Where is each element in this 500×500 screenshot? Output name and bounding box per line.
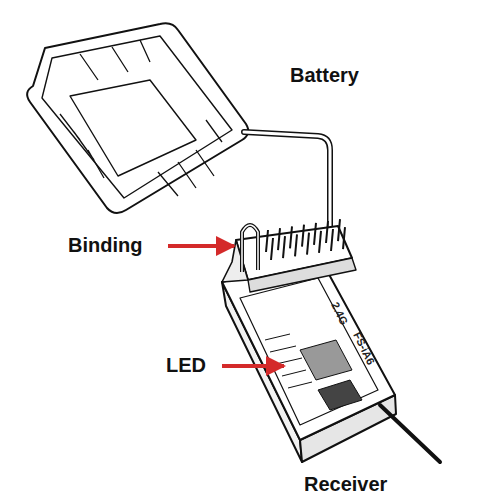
header-pin: [343, 227, 345, 249]
part-label: Receiver: [304, 473, 387, 496]
header-pin: [319, 231, 321, 253]
header-pin: [326, 221, 328, 243]
header-pin: [307, 233, 309, 255]
header-pin: [290, 226, 292, 248]
header-pin: [271, 238, 273, 260]
binding-plug-core: [242, 225, 258, 272]
part-label: Binding: [68, 234, 142, 257]
header-pin: [314, 223, 316, 245]
binding-plug: [242, 225, 258, 272]
battery-wire: [244, 132, 330, 232]
header-pin: [278, 228, 280, 250]
header-pin: [295, 234, 297, 256]
header-pin: [331, 229, 333, 251]
part-label: LED: [166, 354, 206, 377]
receiver-body: [222, 258, 396, 462]
header-pin: [266, 230, 268, 252]
part-label: Battery: [290, 64, 359, 87]
battery-wire-core: [244, 132, 330, 232]
header-pin: [283, 236, 285, 258]
leader-arrow: [222, 364, 284, 368]
battery-pack: [27, 23, 248, 213]
leader-arrow: [168, 244, 234, 248]
header-pin: [302, 225, 304, 247]
servo-header: [222, 219, 356, 292]
antenna: [380, 405, 440, 462]
header-pin: [338, 219, 340, 241]
